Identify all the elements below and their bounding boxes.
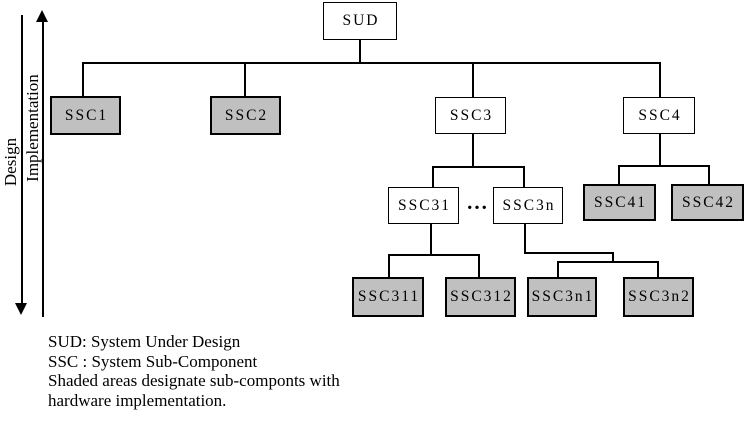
node-SSC312: SSC312 <box>445 277 516 317</box>
connector-line <box>478 254 480 277</box>
node-SSC3n1: SSC3n1 <box>527 277 597 317</box>
legend: SUD: System Under Design SSC : System Su… <box>48 332 340 410</box>
connector-line <box>82 62 84 96</box>
connector-line <box>524 224 526 252</box>
node-SSC4: SSC4 <box>623 97 695 134</box>
connector-line <box>612 252 614 261</box>
connector-line <box>659 62 661 97</box>
connector-line <box>708 165 710 184</box>
node-SSC3n: SSC3n <box>493 187 563 224</box>
node-SSC1: SSC1 <box>50 96 121 135</box>
connector-line <box>388 254 478 256</box>
connector-line <box>359 40 361 63</box>
connector-line <box>618 165 620 184</box>
node-SSC3n2: SSC3n2 <box>623 277 694 317</box>
node-SSC311: SSC311 <box>352 277 424 317</box>
legend-line-4: hardware implementation. <box>48 390 227 410</box>
node-SUD: SUD <box>323 2 397 40</box>
arrow-up-icon <box>36 10 48 22</box>
connector-line <box>430 224 432 254</box>
connector-line <box>557 261 657 263</box>
connector-line <box>523 166 525 187</box>
connector-line <box>657 261 659 277</box>
connector-line <box>432 166 523 168</box>
legend-line-1: SUD: System Under Design <box>48 332 241 351</box>
design-axis-label: Design <box>1 137 20 187</box>
implementation-arrow-shaft <box>42 21 44 317</box>
node-SSC42: SSC42 <box>671 184 744 221</box>
node-SSC2: SSC2 <box>210 96 281 135</box>
connector-line <box>244 62 246 96</box>
connector-line <box>432 166 434 187</box>
arrow-down-icon <box>15 303 27 315</box>
implementation-axis-label: Implementation <box>23 74 42 182</box>
design-arrow-shaft <box>21 15 23 305</box>
connector-line <box>472 62 474 97</box>
node-SSC41: SSC41 <box>583 184 656 221</box>
connector-line <box>524 252 612 254</box>
ellipsis-dots: ... <box>467 190 489 214</box>
connector-line <box>472 134 474 166</box>
connector-line <box>82 62 659 64</box>
connector-line <box>557 261 559 277</box>
node-SSC3: SSC3 <box>435 97 506 134</box>
legend-line-3: Shaded areas designate sub-componts with <box>48 371 340 390</box>
legend-line-2: SSC : System Sub-Component <box>48 351 258 371</box>
connector-line <box>618 165 708 167</box>
connector-line <box>659 134 661 165</box>
node-SSC31: SSC31 <box>388 187 459 224</box>
connector-line <box>388 254 390 277</box>
